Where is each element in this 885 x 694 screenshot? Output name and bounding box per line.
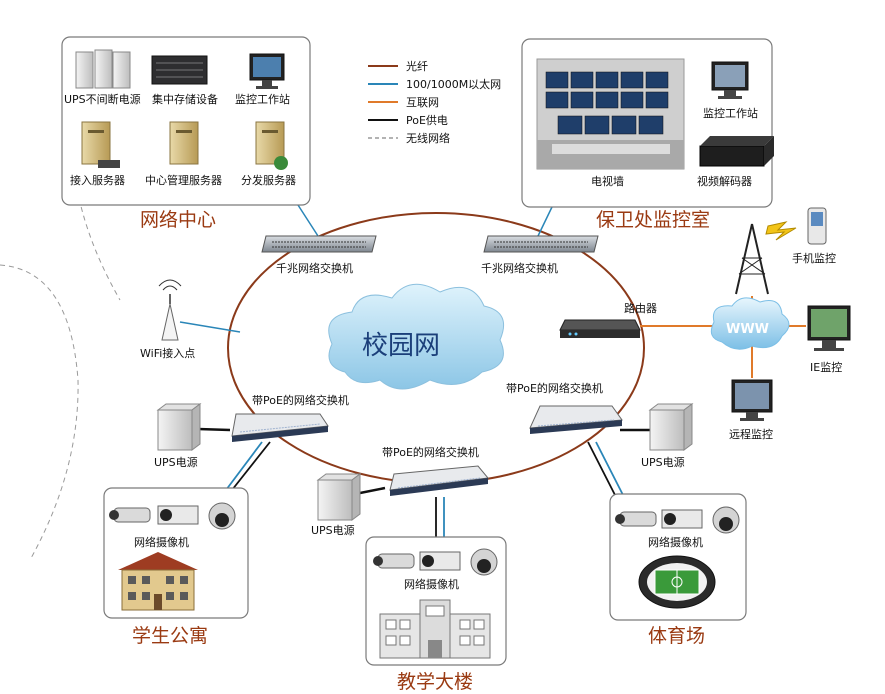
stadium-title: 体育场 bbox=[648, 625, 705, 647]
wifi-label: WiFi接入点 bbox=[140, 347, 195, 360]
legend: 光纤 100/1000M以太网 互联网 PoE供电 无线网络 bbox=[368, 59, 501, 145]
stadium-site: 网络摄像机 bbox=[609, 493, 747, 621]
security-workstation-label: 监控工作站 bbox=[703, 106, 758, 120]
ups-left-label: UPS电源 bbox=[154, 455, 198, 469]
poe-switch-left-label: 带PoE的网络交换机 bbox=[252, 393, 349, 407]
network-center: UPS不间断电源 集中存储设备 监控工作站 接入服务器 中心管理服务器 bbox=[61, 36, 311, 206]
poe-switch-left bbox=[231, 413, 329, 442]
storage-label: 集中存储设备 bbox=[152, 92, 218, 106]
distribution-server-icon bbox=[255, 121, 288, 170]
legend-internet: 互联网 bbox=[406, 96, 439, 109]
legend-wireless: 无线网络 bbox=[406, 131, 450, 145]
lightning-icon bbox=[765, 221, 797, 241]
poe-switch-right-label: 带PoE的网络交换机 bbox=[506, 381, 603, 395]
dorm-camera-label: 网络摄像机 bbox=[134, 535, 189, 549]
legend-ethernet: 100/1000M以太网 bbox=[406, 78, 501, 91]
mobile-phone-icon bbox=[807, 207, 827, 245]
campus-cloud-label: 校园网 bbox=[362, 331, 440, 361]
management-server-icon bbox=[169, 121, 199, 165]
remote-monitor-icon bbox=[731, 379, 773, 421]
gigabit-switch-right bbox=[483, 235, 599, 253]
legend-fiber: 光纤 bbox=[406, 59, 428, 73]
stadium-camera-label: 网络摄像机 bbox=[648, 535, 703, 549]
www-cloud bbox=[710, 297, 790, 350]
ups-middle-label: UPS电源 bbox=[311, 523, 355, 537]
network-center-title: 网络中心 bbox=[140, 209, 216, 231]
ie-monitor-icon bbox=[807, 305, 851, 351]
poe-switch-middle bbox=[389, 465, 489, 496]
security-monitor-icon bbox=[711, 61, 749, 99]
teaching-cameras bbox=[373, 548, 498, 576]
dorm-building bbox=[118, 552, 198, 611]
legend-poe: PoE供电 bbox=[406, 113, 448, 127]
ups-right-label: UPS电源 bbox=[641, 455, 685, 469]
ups-left-icon bbox=[156, 403, 202, 451]
dorm-site: 网络摄像机 bbox=[103, 487, 249, 619]
video-wall-label: 电视墙 bbox=[591, 174, 624, 188]
ie-monitor-label: IE监控 bbox=[810, 360, 842, 374]
router-icon bbox=[559, 319, 641, 338]
dorm-cameras bbox=[109, 502, 236, 530]
workstation-label: 监控工作站 bbox=[235, 92, 290, 106]
storage-icon bbox=[151, 55, 208, 85]
gigabit-switch-right-label: 千兆网络交换机 bbox=[481, 261, 558, 275]
ups-icon bbox=[75, 49, 131, 89]
ups-middle-icon bbox=[316, 473, 362, 521]
campus-cloud bbox=[328, 283, 504, 390]
access-server-icon bbox=[81, 121, 120, 168]
ups-label: UPS不间断电源 bbox=[64, 92, 141, 106]
access-server-label: 接入服务器 bbox=[70, 174, 125, 187]
cell-tower-icon bbox=[735, 223, 769, 295]
management-server-label: 中心管理服务器 bbox=[145, 173, 222, 187]
wifi-access-point-icon bbox=[158, 279, 182, 341]
dorm-title: 学生公寓 bbox=[132, 625, 208, 647]
www-cloud-label: WWW bbox=[726, 322, 769, 337]
distribution-server-label: 分发服务器 bbox=[241, 173, 296, 187]
remote-monitor-label: 远程监控 bbox=[729, 427, 773, 441]
teaching-building bbox=[379, 599, 491, 659]
gigabit-switch-left-label: 千兆网络交换机 bbox=[276, 261, 353, 275]
router-label: 路由器 bbox=[624, 301, 657, 315]
video-wall-photo bbox=[536, 58, 685, 170]
decoder-icon bbox=[699, 136, 774, 167]
teaching-site: 网络摄像机 bbox=[365, 536, 507, 666]
security-room-title: 保卫处监控室 bbox=[596, 209, 710, 231]
monitor-icon bbox=[249, 53, 285, 89]
mobile-monitor-label: 手机监控 bbox=[792, 251, 836, 265]
poe-switch-right bbox=[529, 405, 623, 434]
ups-right-icon bbox=[648, 403, 694, 451]
links bbox=[179, 204, 806, 537]
gigabit-switch-left bbox=[261, 235, 377, 253]
stadium-cameras bbox=[615, 506, 740, 534]
security-room: 电视墙 监控工作站 视频解码器 bbox=[521, 38, 774, 208]
stadium-field-icon bbox=[638, 555, 716, 609]
teaching-title: 教学大楼 bbox=[397, 671, 473, 693]
decoder-label: 视频解码器 bbox=[697, 174, 752, 188]
poe-switch-middle-label: 带PoE的网络交换机 bbox=[382, 445, 479, 459]
teaching-camera-label: 网络摄像机 bbox=[404, 577, 459, 591]
